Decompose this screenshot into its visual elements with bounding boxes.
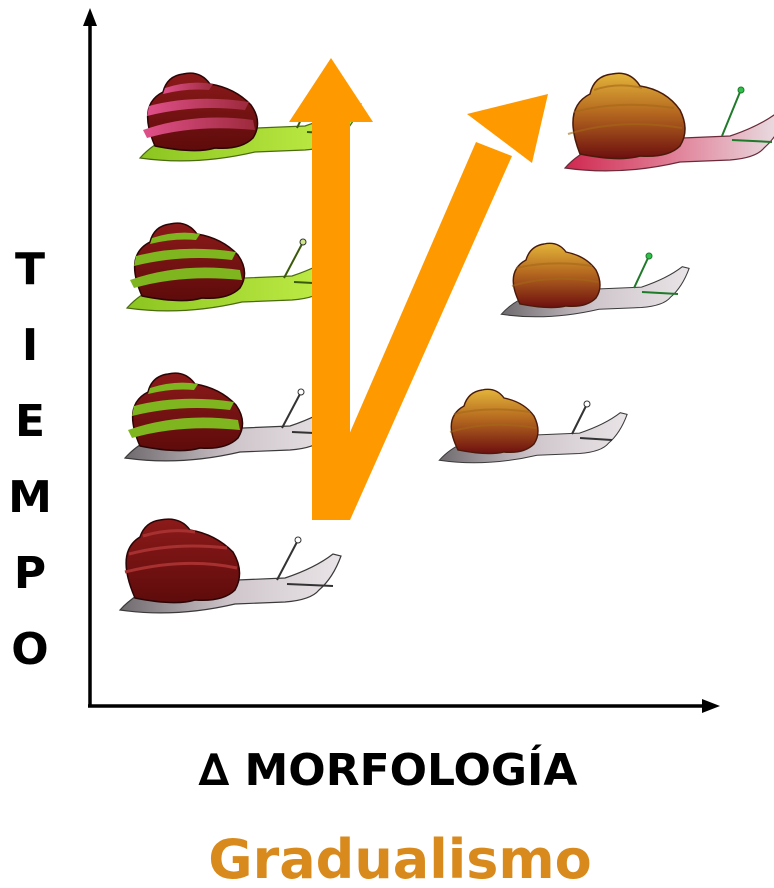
y-axis-letter: T — [15, 244, 45, 295]
snail-icon — [501, 243, 689, 316]
y-axis-label: T I E M P O — [8, 244, 52, 675]
snail-icon — [565, 73, 774, 171]
diagram-title: Gradualismo — [208, 828, 591, 888]
y-axis-letter: P — [14, 548, 46, 599]
x-axis-label: ∆ MORFOLOGÍA — [199, 743, 578, 796]
x-axis — [88, 699, 720, 713]
y-axis-letter: E — [15, 396, 45, 447]
y-axis-letter: I — [22, 320, 38, 371]
snail-icon — [120, 519, 341, 613]
y-axis — [83, 8, 97, 706]
y-axis-letter: M — [8, 472, 52, 523]
y-axis-letter: O — [11, 624, 48, 675]
snail-icon — [439, 389, 627, 462]
